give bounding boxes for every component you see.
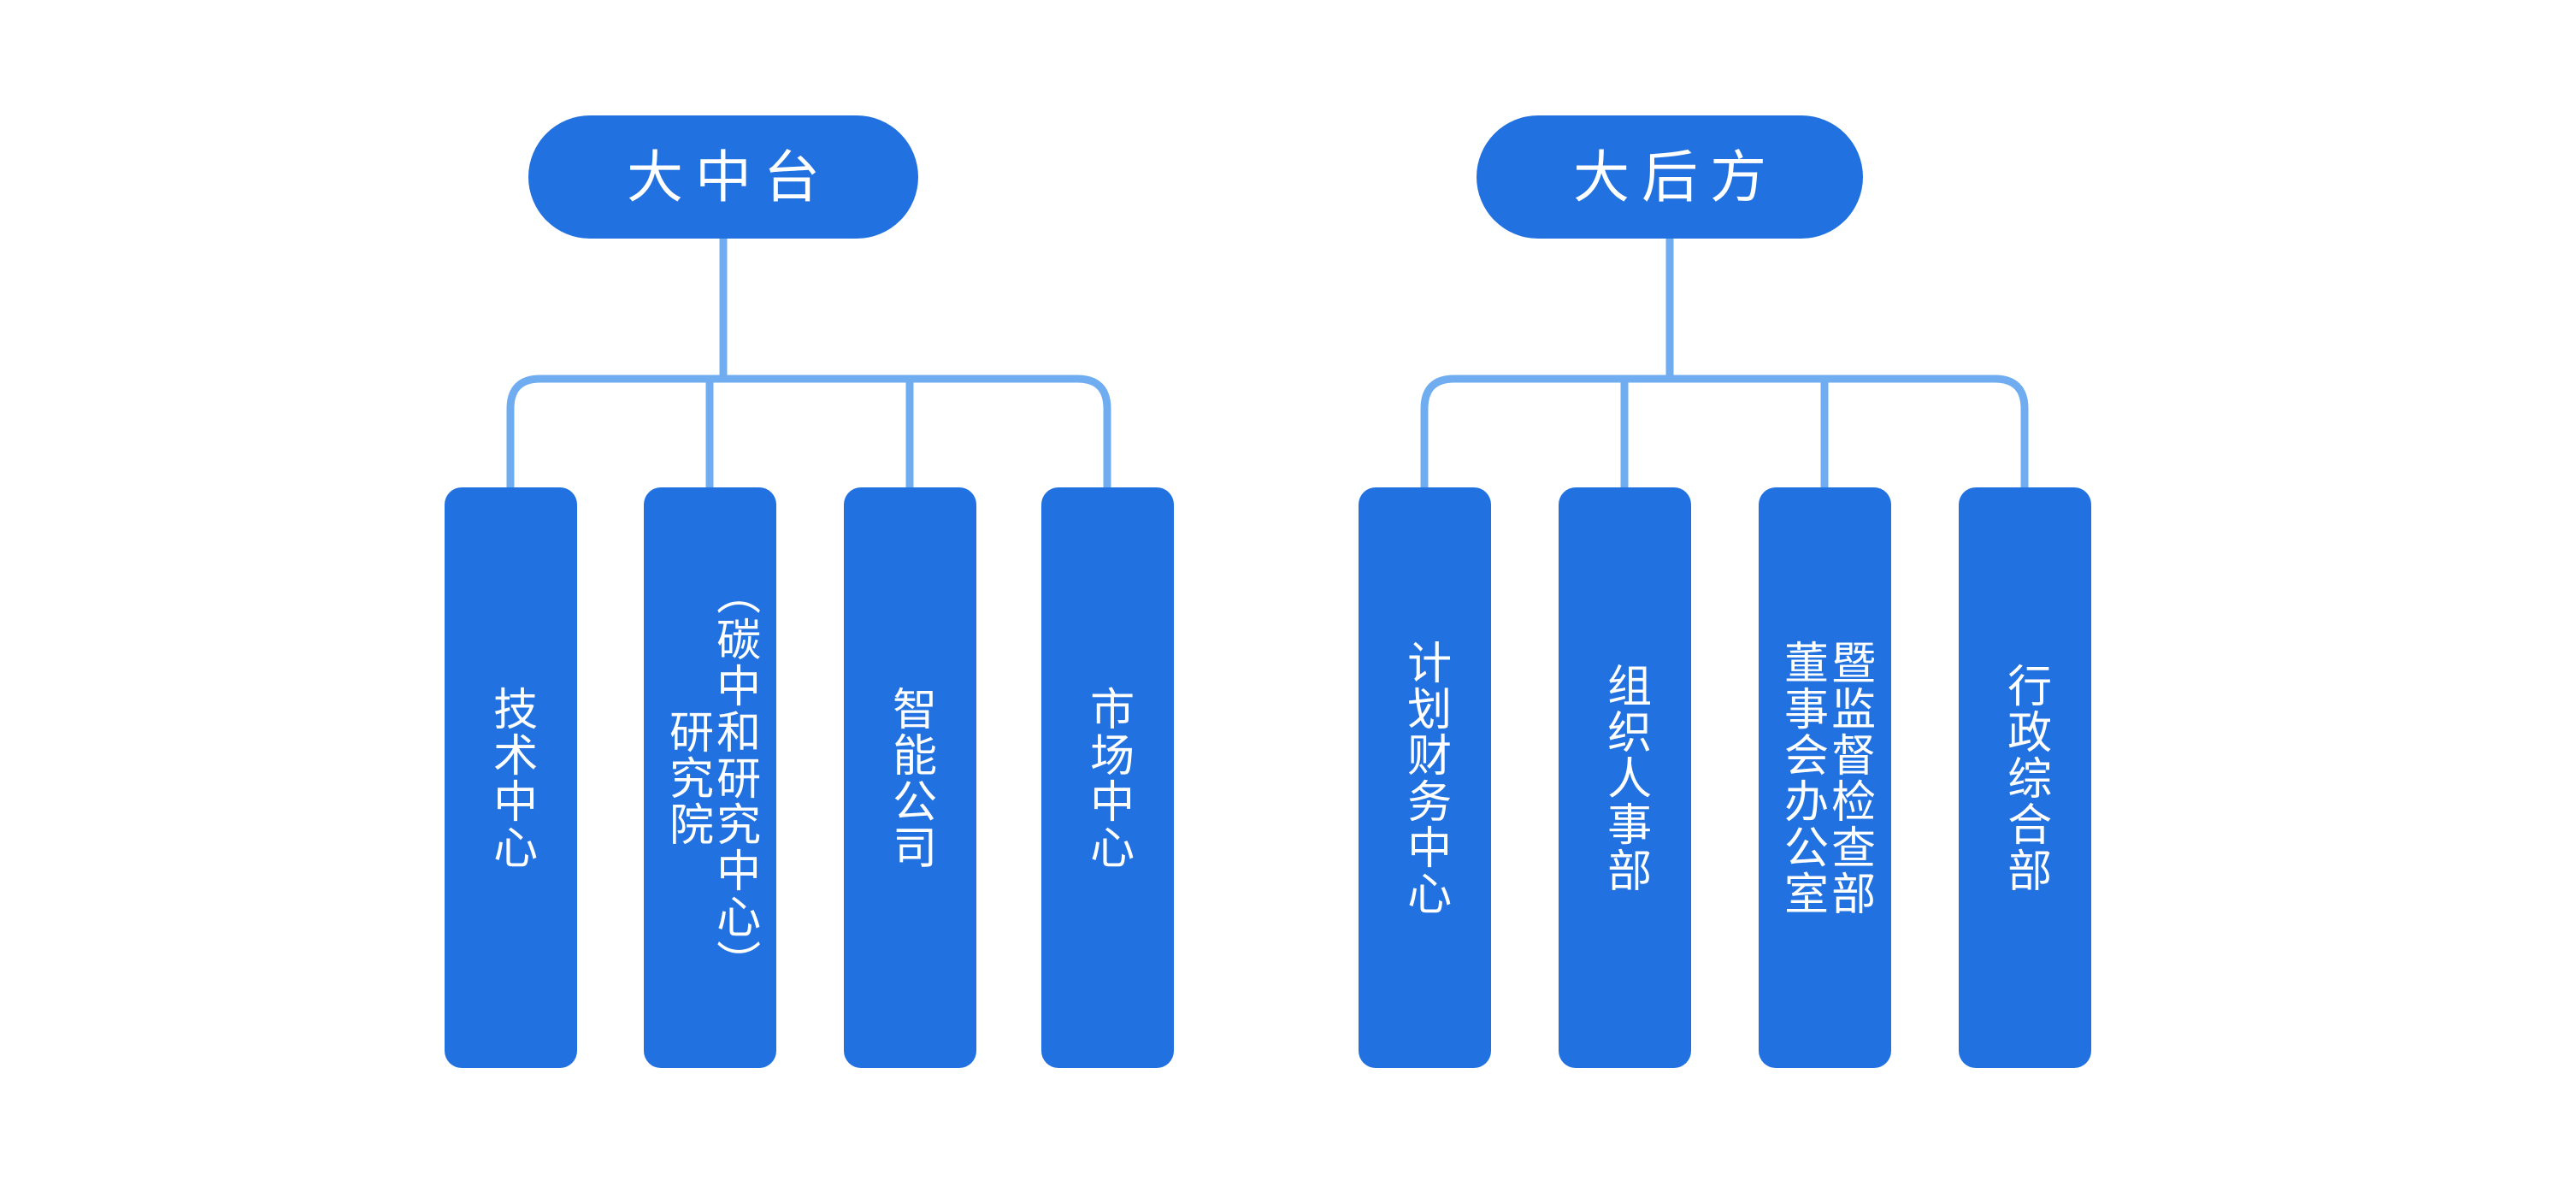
node-intelligent-company[interactable]: 智能公司: [844, 487, 976, 1068]
node-research-institute-label-secondary: （碳中和研究中心）: [709, 569, 759, 986]
node-technology-center[interactable]: 技术中心: [445, 487, 577, 1068]
node-board-office-supervision-label-secondary: 暨监督检查部: [1824, 639, 1874, 917]
node-board-office-supervision-label: 董事会办公室: [1777, 639, 1827, 917]
node-market-center[interactable]: 市场中心: [1041, 487, 1174, 1068]
node-technology-center-label: 技术中心: [486, 685, 536, 870]
connector-rear-to-node-4: [1670, 375, 2029, 487]
root-node-rear-support-label: 大后方: [1573, 145, 1778, 209]
root-node-mid-platform-label: 大中台: [627, 145, 832, 209]
node-board-office-supervision[interactable]: 暨监督检查部 董事会办公室: [1759, 487, 1891, 1068]
root-node-mid-platform[interactable]: 大中台: [528, 115, 918, 239]
connector-mid-to-node-1: [506, 375, 723, 487]
root-node-rear-support[interactable]: 大后方: [1477, 115, 1863, 239]
node-administration-department[interactable]: 行政综合部: [1959, 487, 2091, 1068]
node-planning-finance-center[interactable]: 计划财务中心: [1359, 487, 1491, 1068]
node-research-institute[interactable]: （碳中和研究中心） 研究院: [644, 487, 776, 1068]
node-research-institute-label: 研究院: [662, 708, 712, 847]
connector-mid-to-node-4: [723, 375, 1111, 487]
node-organization-hr-department-label: 组织人事部: [1600, 662, 1650, 894]
node-administration-department-label: 行政综合部: [2000, 662, 2050, 894]
node-intelligent-company-label: 智能公司: [885, 685, 935, 870]
node-market-center-label: 市场中心: [1082, 685, 1133, 870]
node-planning-finance-center-label: 计划财务中心: [1400, 639, 1450, 917]
node-organization-hr-department[interactable]: 组织人事部: [1559, 487, 1691, 1068]
connector-rear-to-node-1: [1420, 375, 1670, 487]
